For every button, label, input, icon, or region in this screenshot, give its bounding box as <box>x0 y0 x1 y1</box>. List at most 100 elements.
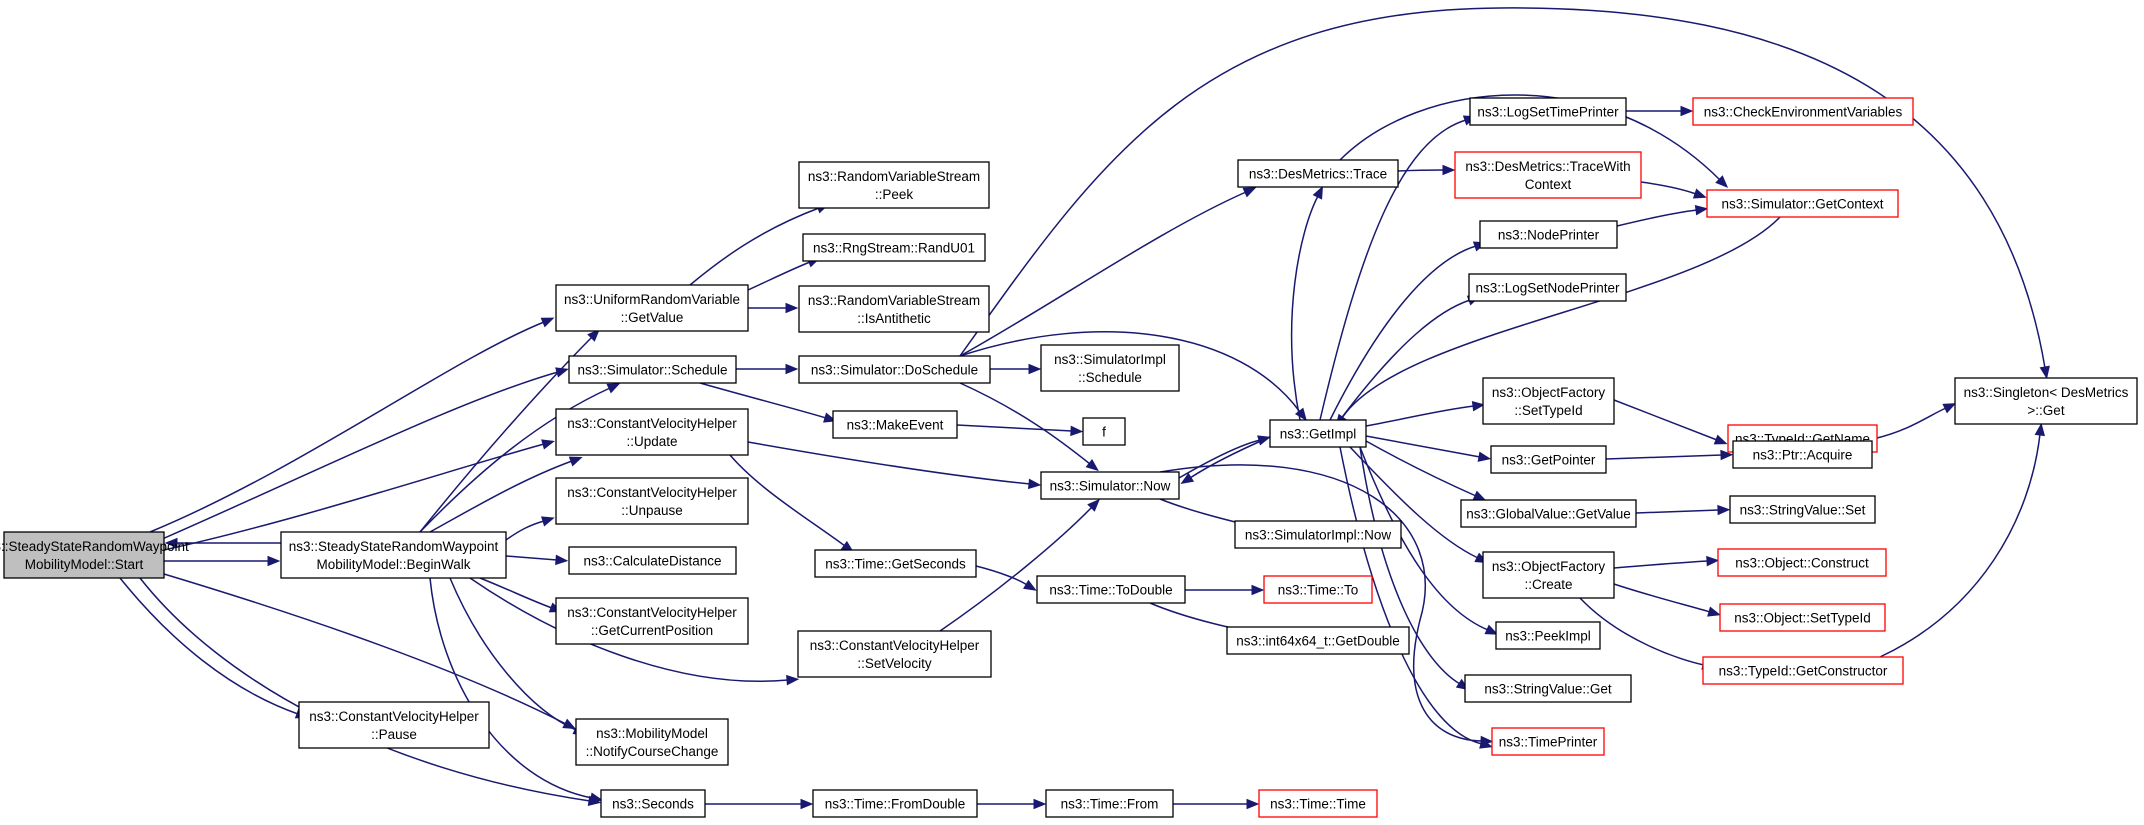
node-int64-getdouble[interactable]: ns3::int64x64_t::GetDouble <box>1226 626 1410 655</box>
node-ptr-acquire[interactable]: ns3::Ptr::Acquire <box>1732 440 1873 469</box>
node-getpointer[interactable]: ns3::GetPointer <box>1490 445 1607 474</box>
arrowhead-getimpl-to-desmetrics_trace <box>1312 185 1323 200</box>
node-of-create[interactable]: ns3::ObjectFactory::Create <box>1482 551 1615 599</box>
node-mm-notify[interactable]: ns3::MobilityModel::NotifyCourseChange <box>575 718 729 766</box>
node-label-line: ns3::Singleton< DesMetrics <box>1964 385 2129 400</box>
arrowhead-beginwalk-to-cvh_unpause <box>541 516 555 527</box>
node-sim-doschedule[interactable]: ns3::Simulator::DoSchedule <box>798 355 991 384</box>
node-singleton-get[interactable]: ns3::Singleton< DesMetrics >::Get <box>1954 377 2138 425</box>
node-sim-schedule[interactable]: ns3::Simulator::Schedule <box>568 355 737 384</box>
node-urv-getvalue[interactable]: ns3::UniformRandomVariable::GetValue <box>555 284 749 332</box>
node-sim-now[interactable]: ns3::Simulator::Now <box>1040 471 1180 500</box>
arrowhead-seconds-to-time_fromdouble <box>800 798 814 810</box>
node-box <box>1464 674 1632 703</box>
edge-sim_now-to-timeprinter <box>1159 464 1483 742</box>
node-box <box>798 161 990 209</box>
node-time-to[interactable]: ns3::Time::To <box>1263 575 1373 604</box>
node-gv-getvalue[interactable]: ns3::GlobalValue::GetValue <box>1460 499 1637 528</box>
node-start[interactable]: ns3::SteadyStateRandomWaypointMobilityMo… <box>0 531 189 579</box>
node-box <box>1495 621 1601 650</box>
node-label-line: ns3::LogSetNodePrinter <box>1475 281 1620 296</box>
node-obj-settypeid[interactable]: ns3::Object::SetTypeId <box>1719 603 1886 632</box>
edge-getpointer-to-ptr_acquire <box>1605 454 1723 460</box>
node-sv-get[interactable]: ns3::StringValue::Get <box>1464 674 1632 703</box>
arrowhead-desmetrics_tracewith-to-sim_getcontext <box>1692 188 1707 199</box>
node-logsettimeprinter[interactable]: ns3::LogSetTimePrinter <box>1469 97 1627 126</box>
node-box <box>798 285 990 333</box>
node-box <box>1040 344 1180 392</box>
node-label-line: ::GetCurrentPosition <box>591 623 713 638</box>
node-box <box>1468 273 1627 302</box>
node-f[interactable]: f <box>1082 417 1126 446</box>
node-simimpl-now[interactable]: ns3::SimulatorImpl::Now <box>1234 520 1402 549</box>
edge-getimpl-to-desmetrics_trace <box>1290 195 1319 421</box>
node-label-line: ns3::SimulatorImpl <box>1054 352 1166 367</box>
node-box <box>1482 551 1615 599</box>
node-label-line: ::Unpause <box>621 503 683 518</box>
node-label-line: ns3::LogSetTimePrinter <box>1477 105 1619 120</box>
node-label-line: ns3::Simulator::GetContext <box>1721 197 1883 212</box>
node-cvh-update[interactable]: ns3::ConstantVelocityHelper::Update <box>555 408 749 456</box>
node-cvh-getpos[interactable]: ns3::ConstantVelocityHelper::GetCurrentP… <box>555 597 749 645</box>
arrowhead-typeid_getname-to-singleton_get <box>1942 403 1957 414</box>
node-box <box>555 408 749 456</box>
node-label-line: ns3::RandomVariableStream <box>808 169 980 184</box>
node-timeprinter[interactable]: ns3::TimePrinter <box>1491 727 1605 756</box>
arrowhead-time_todouble-to-time_to <box>1251 584 1265 596</box>
node-seconds[interactable]: ns3::Seconds <box>600 789 706 818</box>
edge-getimpl-to-gv_getvalue <box>1365 440 1477 497</box>
edge-typeid_getname-to-singleton_get <box>1876 407 1947 439</box>
arrowhead-of_create-to-obj_settypeid <box>1707 606 1721 617</box>
arrowhead-start-to-urv_getvalue <box>540 317 555 328</box>
node-typeid-getctor[interactable]: ns3::TypeId::GetConstructor <box>1702 656 1904 685</box>
node-sv-set[interactable]: ns3::StringValue::Set <box>1729 495 1876 524</box>
node-pause[interactable]: ns3::ConstantVelocityHelper::Pause <box>298 701 490 749</box>
edge-of_create-to-obj_construct <box>1613 560 1709 569</box>
node-box <box>1454 151 1642 199</box>
node-sim-getcontext[interactable]: ns3::Simulator::GetContext <box>1706 189 1899 218</box>
node-time-getseconds[interactable]: ns3::Time::GetSeconds <box>814 549 977 578</box>
arrowhead-sim_doschedule-to-desmetrics_trace <box>1242 187 1257 198</box>
node-peekimpl[interactable]: ns3::PeekImpl <box>1495 621 1601 650</box>
node-box <box>1482 377 1615 425</box>
node-label-line: ns3::Seconds <box>612 797 694 812</box>
node-time-from[interactable]: ns3::Time::From <box>1045 789 1174 818</box>
node-obj-construct[interactable]: ns3::Object::Construct <box>1717 548 1887 577</box>
node-checkenv[interactable]: ns3::CheckEnvironmentVariables <box>1692 97 1914 126</box>
node-calcdist[interactable]: ns3::CalculateDistance <box>568 546 737 575</box>
node-label-line: MobilityModel::BeginWalk <box>316 557 470 572</box>
node-box <box>798 355 991 384</box>
node-cvh-unpause[interactable]: ns3::ConstantVelocityHelper::Unpause <box>555 477 749 525</box>
node-rng-randu01[interactable]: ns3::RngStream::RandU01 <box>802 233 986 262</box>
arrowhead-gv_getvalue-to-sv_set <box>1717 504 1731 516</box>
node-getimpl[interactable]: ns3::GetImpl <box>1269 419 1367 448</box>
node-box <box>555 477 749 525</box>
node-desmetrics-trace[interactable]: ns3::DesMetrics::Trace <box>1237 159 1399 188</box>
node-label-line: ::Update <box>626 434 677 449</box>
call-nodes: ns3::SteadyStateRandomWaypointMobilityMo… <box>0 97 2138 818</box>
node-label-line: ns3::Object::SetTypeId <box>1734 611 1871 626</box>
node-makeevent[interactable]: ns3::MakeEvent <box>832 410 958 439</box>
arrowhead-getimpl-to-of_settypeid <box>1471 400 1486 412</box>
node-logsetnodeprinter[interactable]: ns3::LogSetNodePrinter <box>1468 273 1627 302</box>
node-rvs-isanti[interactable]: ns3::RandomVariableStream::IsAntithetic <box>798 285 990 333</box>
edge-getimpl-to-peekimpl <box>1359 446 1489 631</box>
node-nodeprinter[interactable]: ns3::NodePrinter <box>1479 220 1618 249</box>
node-beginwalk[interactable]: ns3::SteadyStateRandomWaypointMobilityMo… <box>280 531 507 579</box>
node-rvs-peek[interactable]: ns3::RandomVariableStream::Peek <box>798 161 990 209</box>
node-simimpl-schedule[interactable]: ns3::SimulatorImpl::Schedule <box>1040 344 1180 392</box>
node-time-fromdouble[interactable]: ns3::Time::FromDouble <box>812 789 978 818</box>
node-time-todouble[interactable]: ns3::Time::ToDouble <box>1036 575 1186 604</box>
node-box <box>1469 97 1627 126</box>
node-cvh-setvel[interactable]: ns3::ConstantVelocityHelper::SetVelocity <box>797 630 992 678</box>
arrowhead-desmetrics_trace-to-sim_getcontext <box>1715 175 1729 188</box>
node-label-line: ns3::Ptr::Acquire <box>1753 448 1853 463</box>
node-box <box>3 531 165 579</box>
node-of-settypeid[interactable]: ns3::ObjectFactory::SetTypeId <box>1482 377 1615 425</box>
node-label-line: >::Get <box>2027 403 2064 418</box>
node-time-time[interactable]: ns3::Time::Time <box>1258 789 1378 818</box>
node-label-line: ::GetValue <box>621 310 684 325</box>
arrowhead-getimpl-to-timeprinter <box>1479 738 1493 749</box>
arrowhead-beginwalk-to-cvh_update <box>568 456 583 467</box>
